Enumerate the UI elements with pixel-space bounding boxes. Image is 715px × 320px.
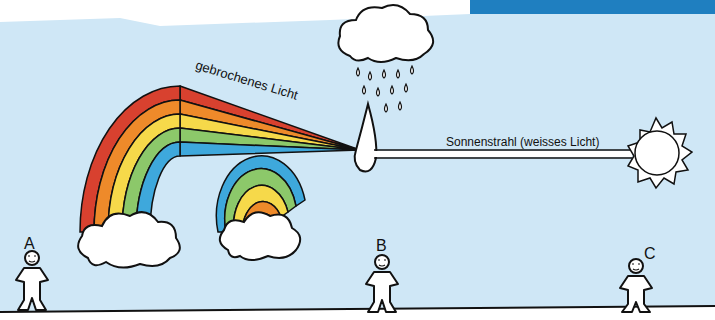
- rain-drops: [357, 66, 414, 112]
- sun-beam-fill: [374, 151, 632, 157]
- figure-letter: A: [24, 236, 35, 252]
- rainbow-arc: [80, 86, 180, 232]
- rain-cloud: [338, 5, 433, 62]
- refracted-light-fan: [180, 86, 360, 156]
- sun: [628, 118, 692, 188]
- figure-letter: C: [644, 246, 656, 262]
- sun-beam: [374, 150, 632, 158]
- beam-label: Sonnenstrahl (weisses Licht): [446, 136, 599, 148]
- water-drop: [355, 104, 377, 172]
- cloud: [220, 212, 300, 260]
- person-figure: [620, 259, 652, 312]
- person-figure: [16, 251, 48, 310]
- header-bar: [470, 0, 715, 14]
- ground-line: [0, 306, 715, 312]
- figure-letter: B: [376, 238, 387, 254]
- cloud: [78, 212, 180, 267]
- person-figure: [366, 255, 398, 312]
